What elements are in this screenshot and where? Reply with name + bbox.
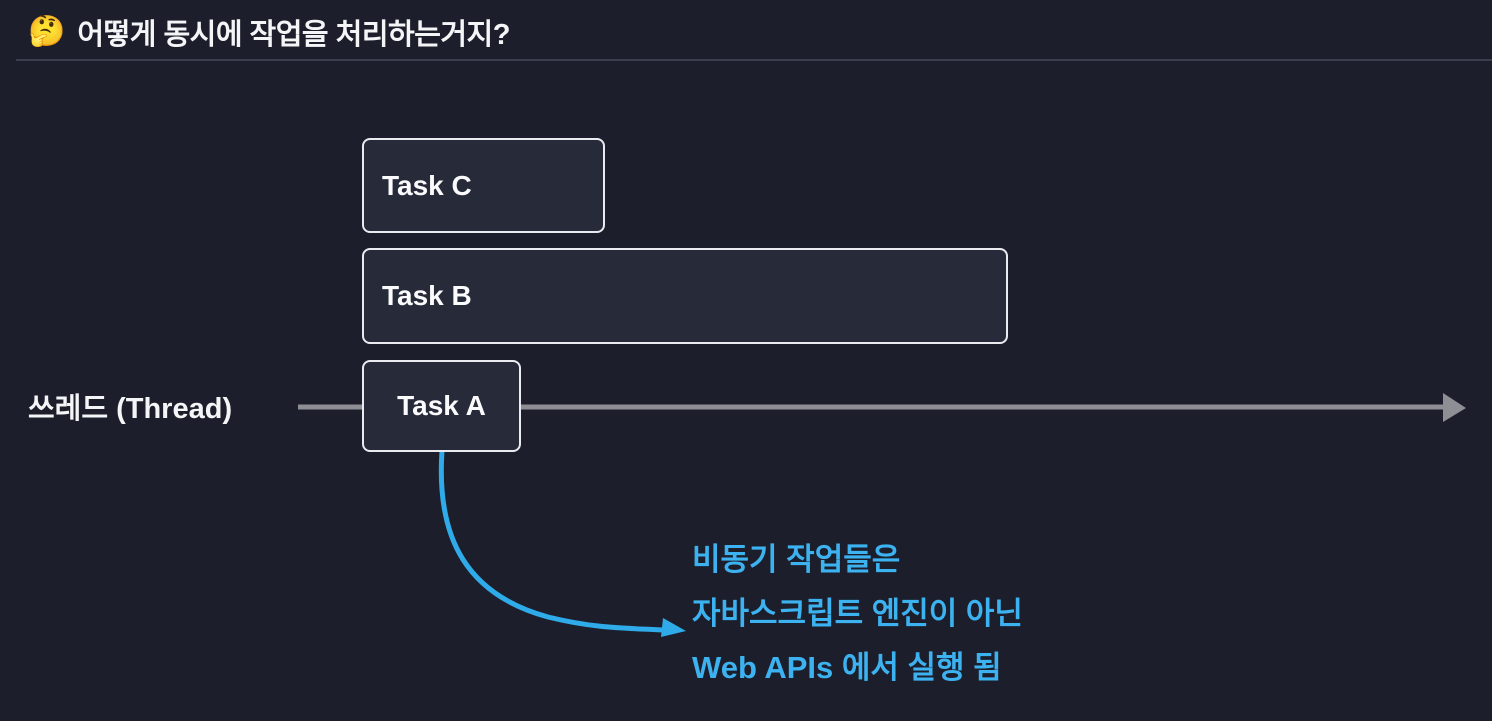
annotation-line-3: Web APIs 에서 실행 됨 — [692, 650, 1002, 685]
thread-label: 쓰레드 (Thread) — [28, 393, 233, 426]
async-annotation-text: 비동기 작업들은 자바스크립트 엔진이 아닌 Web APIs 에서 실행 됨 — [692, 533, 1023, 695]
thinking-face-emoji: 🤔 — [28, 15, 66, 48]
async-annotation-arrow-curve — [438, 448, 667, 633]
page-title: 어떻게 동시에 작업을 처리하는거지? — [77, 19, 510, 51]
slide-header: 🤔 어떻게 동시에 작업을 처리하는거지? — [0, 0, 1492, 61]
task-b-label: Task B — [382, 280, 472, 311]
task-box-b: Task B — [362, 248, 1008, 344]
task-box-c: Task C — [362, 138, 605, 233]
task-c-label: Task C — [382, 169, 472, 201]
annotation-line-2: 자바스크립트 엔진이 아닌 — [692, 596, 1023, 631]
task-box-a: Task A — [362, 360, 521, 452]
async-annotation-arrowhead — [661, 618, 686, 637]
header-divider — [16, 59, 1492, 61]
thread-timeline-arrowhead — [1443, 393, 1466, 422]
task-a-label: Task A — [397, 390, 486, 421]
annotation-line-1: 비동기 작업들은 — [692, 542, 901, 577]
